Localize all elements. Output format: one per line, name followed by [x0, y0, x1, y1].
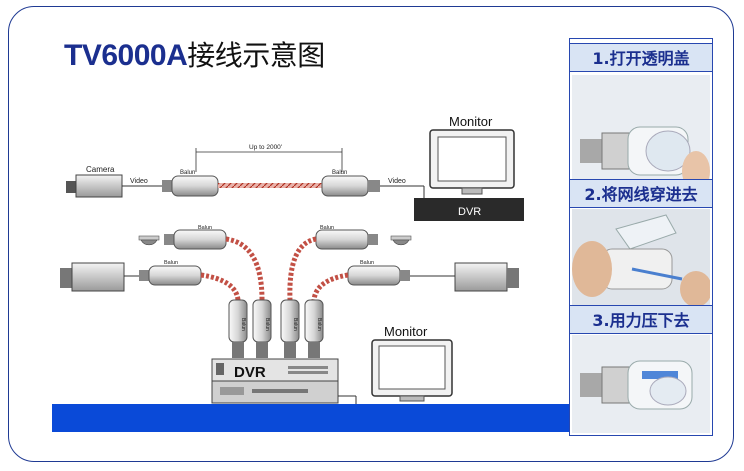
dvr-bottom-label: DVR	[234, 364, 266, 381]
balun-vertical-1-icon	[228, 299, 248, 358]
step-3-photo	[572, 335, 710, 433]
dome-camera-right-icon	[390, 235, 412, 246]
box-camera-right-icon	[410, 262, 519, 292]
dvr-top-box	[414, 198, 524, 221]
monitor-bottom-icon	[371, 339, 453, 402]
monitor-bottom-label: Monitor	[384, 324, 428, 339]
balun-upper-left-label: Balun	[198, 225, 212, 231]
balun-vertical-3-label: Balun	[292, 318, 298, 331]
page-title: TV6000A接线示意图	[64, 34, 325, 74]
step-1-label: 1.打开透明盖	[570, 43, 712, 72]
balun-vertical-4-icon	[304, 299, 324, 358]
balun-vertical-2-icon	[252, 299, 272, 358]
balun-top-left-label: Balun	[180, 170, 195, 176]
balun-lower-right-icon	[347, 265, 410, 286]
cable-3	[287, 236, 317, 301]
balun-upper-right-label: Balun	[320, 225, 334, 231]
title-model: TV6000A	[64, 39, 188, 72]
step-2-photo	[572, 209, 710, 307]
cable-4	[311, 272, 349, 301]
dvr-top-label: DVR	[458, 206, 481, 218]
balun-vertical-3-icon	[280, 299, 300, 358]
twisted-pair-cable	[218, 183, 322, 188]
step-2-label: 2.将网线穿进去	[570, 179, 712, 208]
distance-label: Up to 2000'	[249, 144, 282, 151]
title-caption: 接线示意图	[187, 39, 325, 72]
balun-vertical-4-label: Balun	[316, 318, 322, 331]
box-camera-left-icon	[60, 262, 139, 292]
video-label-right: Video	[388, 178, 406, 185]
cable-2	[200, 272, 241, 301]
balun-top-left-icon	[162, 175, 219, 197]
balun-lower-right-label: Balun	[360, 260, 374, 266]
base-bar	[52, 404, 572, 432]
balun-lower-left-label: Balun	[164, 260, 178, 266]
step-3-label: 3.用力压下去	[570, 305, 712, 334]
balun-upper-left-icon	[164, 229, 227, 250]
monitor-top-icon	[429, 129, 515, 195]
dvr-bottom-icon	[211, 358, 339, 404]
balun-upper-right-icon	[315, 229, 378, 250]
balun-top-right-label: Balun	[332, 170, 347, 176]
camera-top-icon	[66, 174, 123, 198]
steps-panel: 1.打开透明盖 2.将网线穿进去 3.用力压下去	[569, 38, 713, 436]
balun-top-right-icon	[321, 175, 380, 197]
camera-label: Camera	[86, 165, 115, 174]
video-label-left: Video	[130, 178, 148, 185]
monitor-top-label: Monitor	[449, 114, 493, 129]
balun-vertical-1-label: Balun	[240, 318, 246, 331]
balun-lower-left-icon	[139, 265, 202, 286]
dome-camera-left-icon	[138, 235, 160, 246]
cable-1	[225, 236, 265, 301]
balun-vertical-2-label: Balun	[264, 318, 270, 331]
